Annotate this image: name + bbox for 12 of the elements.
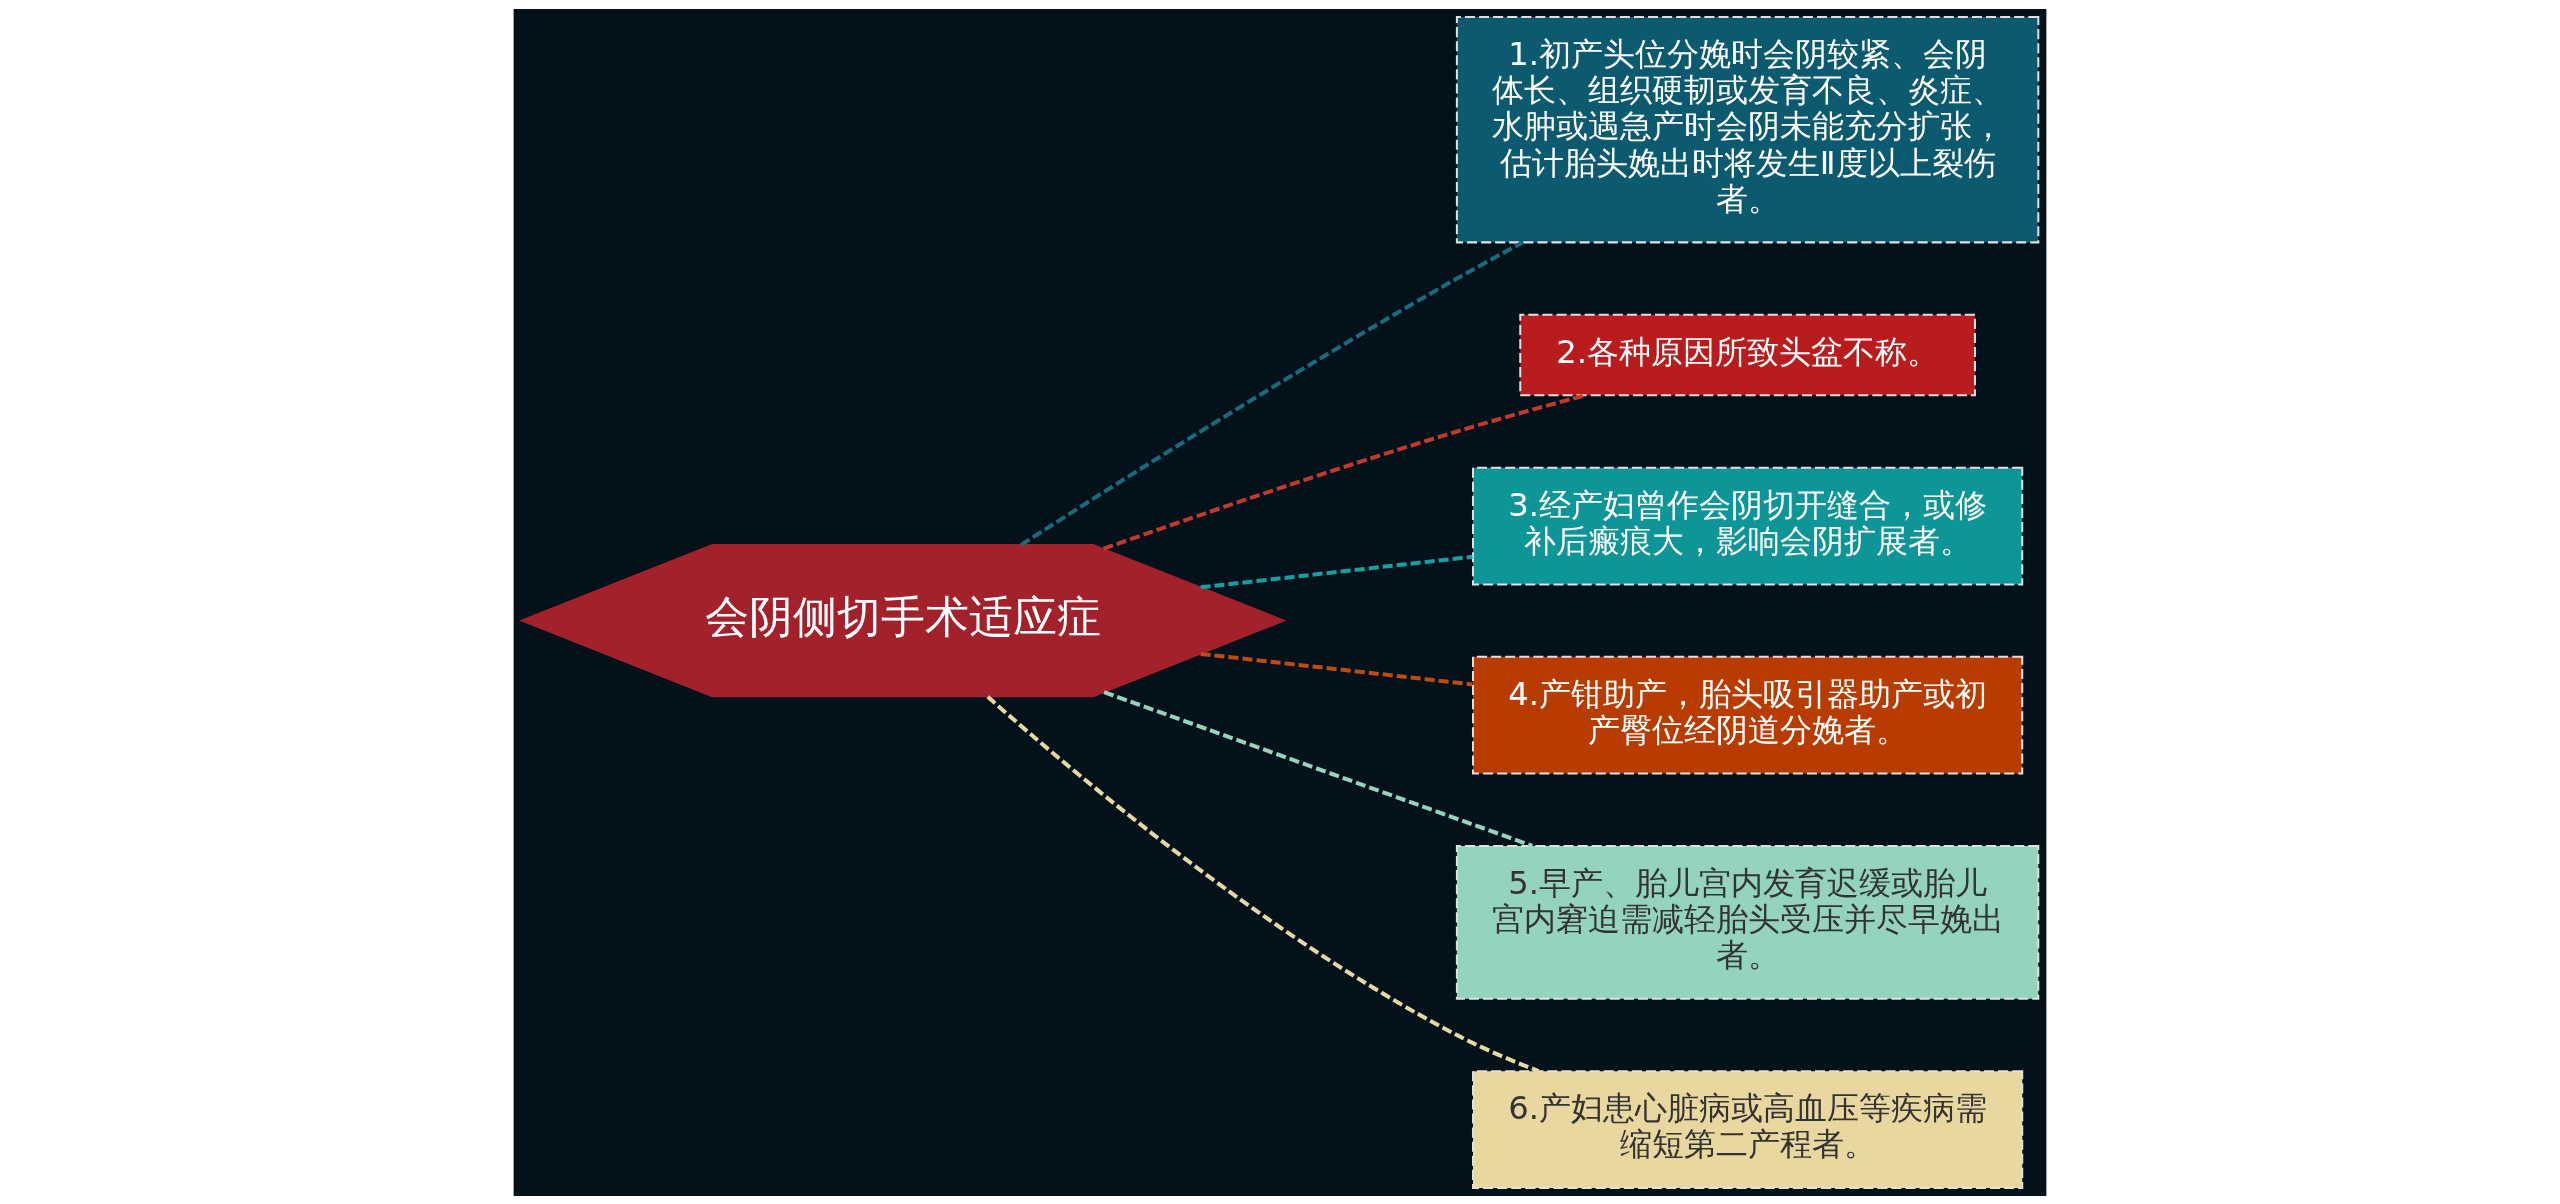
node-box: 1.初产头位分娩时会阴较紧、会阴体长、组织硬韧或发育不良、炎症、水肿或遇急产时会阴未能充分扩张，估计胎头娩出时将发生Ⅱ度以上裂伤者。 xyxy=(1455,15,2040,243)
connector xyxy=(1200,651,1473,686)
connector xyxy=(986,694,1540,1073)
connector xyxy=(1020,240,1524,547)
connector xyxy=(1103,689,1533,848)
connector xyxy=(1103,392,1586,551)
node-box: 3.经产妇曾作会阴切开缝合，或修补后瘢痕大，影响会阴扩展者。 xyxy=(1472,466,2024,585)
node-box: 6.产妇患心脏病或高血压等疾病需缩短第二产程者。 xyxy=(1472,1069,2024,1189)
node-box: 5.早产、胎儿宫内发育迟缓或胎儿宫内窘迫需减轻胎头受压并尽早娩出者。 xyxy=(1455,844,2040,1000)
connector xyxy=(1200,554,1473,589)
node-box: 2.各种原因所致头盆不称。 xyxy=(1519,313,1976,396)
node-box: 4.产钳助产，胎头吸引器助产或初产臀位经阴道分娩者。 xyxy=(1472,655,2024,774)
